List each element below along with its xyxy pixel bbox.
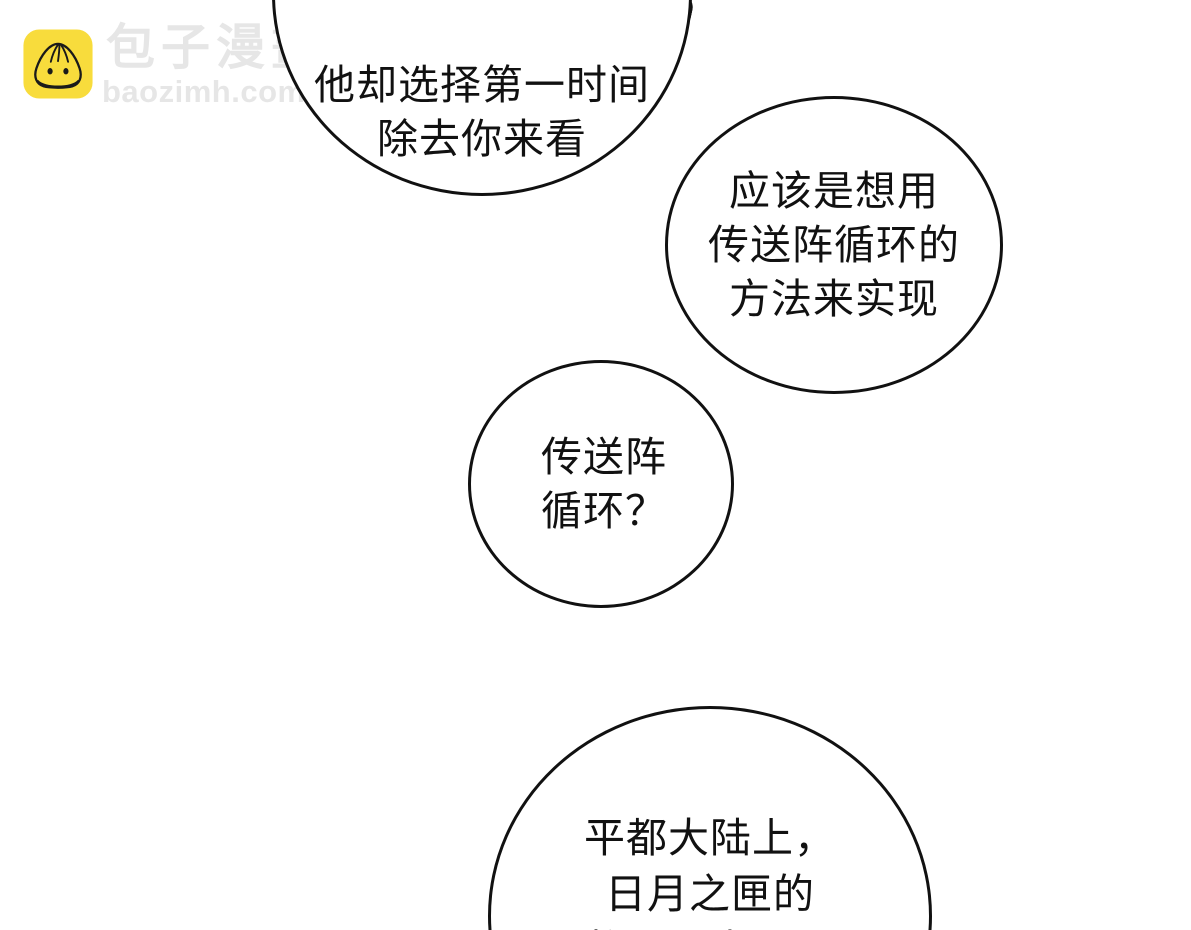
speech-bubble-3-text: 传送阵 循环？ — [541, 434, 667, 534]
speech-bubble-3: 传送阵 循环？ — [468, 360, 734, 608]
speech-bubble-4: 平都大陆上， 日月之匣的 数量不少，可 — [488, 706, 932, 930]
speech-bubble-1: 他却选择第一时间 除去你来看 — [272, 0, 692, 196]
speech-bubble-2-text: 应该是想用 传送阵循环的 方法来实现 — [708, 168, 960, 322]
speech-bubble-1-text: 他却选择第一时间 除去你来看 — [314, 62, 650, 162]
baozi-bun-logo-icon — [23, 29, 93, 99]
speech-bubble-4-text: 平都大陆上， 日月之匣的 数量不少，可 — [584, 815, 836, 930]
speech-bubble-2: 应该是想用 传送阵循环的 方法来实现 — [665, 96, 1003, 394]
speech-bubble-1-tail — [673, 0, 696, 20]
